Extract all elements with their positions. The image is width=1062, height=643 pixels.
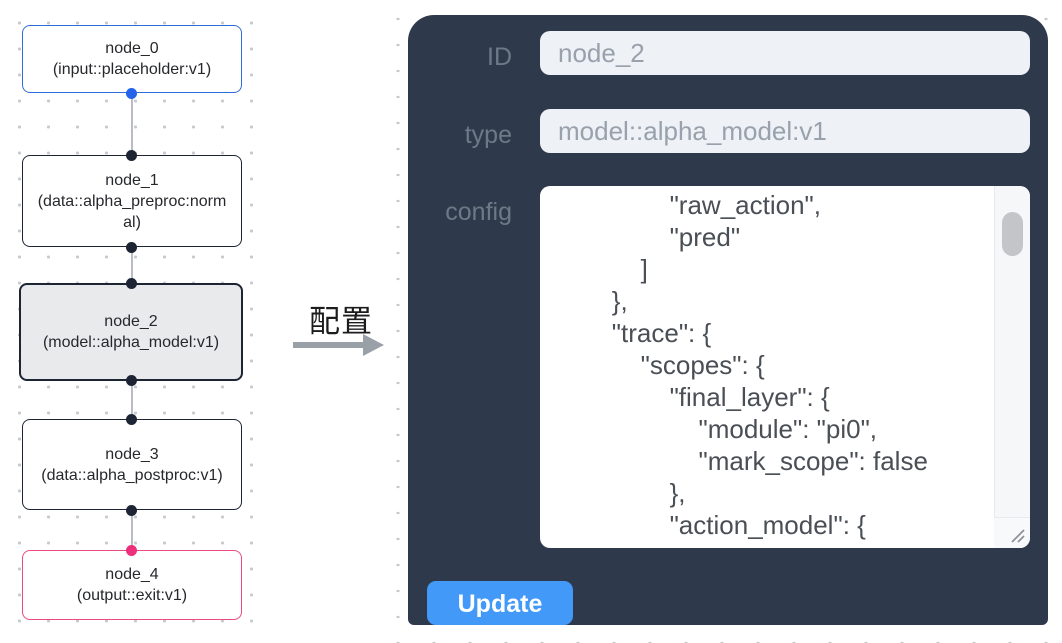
config-json-text: "raw_action", "pred" ] }, "trace": { "sc… [611,190,928,540]
node-node_2-selected[interactable]: node_2 (model::alpha_model:v1) [19,283,243,381]
node-node_3[interactable]: node_3 (data::alpha_postproc:v1) [22,419,242,510]
right-arrow-icon [291,332,387,363]
handle-node0-source[interactable] [126,88,137,99]
handle-node3-target[interactable] [126,414,137,425]
edge-node3-node4[interactable] [131,510,133,550]
type-input[interactable] [540,109,1030,153]
node-title: node_1 [105,171,159,189]
handle-node1-source[interactable] [126,242,137,253]
flow-canvas[interactable]: node_0 (input::placeholder:v1) node_1 (d… [0,0,278,643]
type-field-label: type [464,121,512,149]
node-title: node_3 [105,445,159,463]
edge-node1-node2[interactable] [131,247,133,284]
config-scrollbar-thumb[interactable] [1002,212,1023,256]
node-title: node_0 [105,40,159,57]
node-node_4[interactable]: node_4 (output::exit:v1) [22,550,242,620]
node-subtitle: (data::alpha_preproc:normal) [37,192,227,231]
handle-node4-target[interactable] [126,545,137,556]
node-subtitle: (data::alpha_postproc:v1) [41,466,223,484]
config-scrollbar-track[interactable] [994,186,1030,548]
handle-node2-source[interactable] [126,375,137,386]
node-config-panel: ID type config "raw_action", "pred" ] },… [408,15,1048,625]
node-subtitle: (input::placeholder:v1) [52,61,212,78]
config-json-editor[interactable]: "raw_action", "pred" ] }, "trace": { "sc… [540,186,1030,548]
textarea-resize-handle[interactable] [994,517,1030,548]
handle-node1-target[interactable] [126,150,137,161]
id-input[interactable] [540,31,1030,75]
node-subtitle: (model::alpha_model:v1) [42,334,220,351]
id-field-label: ID [487,43,512,71]
update-button[interactable]: Update [427,581,573,625]
handle-node2-target[interactable] [126,278,137,289]
config-field-label: config [445,198,512,226]
node-node_1[interactable]: node_1 (data::alpha_preproc:normal) [22,155,242,247]
edge-node2-node3[interactable] [131,380,133,419]
node-subtitle: (output::exit:v1) [76,587,188,604]
node-title: node_2 [104,313,158,330]
resize-grip-icon [1011,529,1025,543]
edge-node0-node1[interactable] [131,93,133,155]
handle-node3-source[interactable] [126,505,137,516]
config-canvas: ID type config "raw_action", "pred" ] },… [383,0,1062,643]
node-title: node_4 [105,566,159,583]
node-node_0[interactable]: node_0 (input::placeholder:v1) [22,25,242,93]
config-annotation-label: 配置 [309,304,373,339]
